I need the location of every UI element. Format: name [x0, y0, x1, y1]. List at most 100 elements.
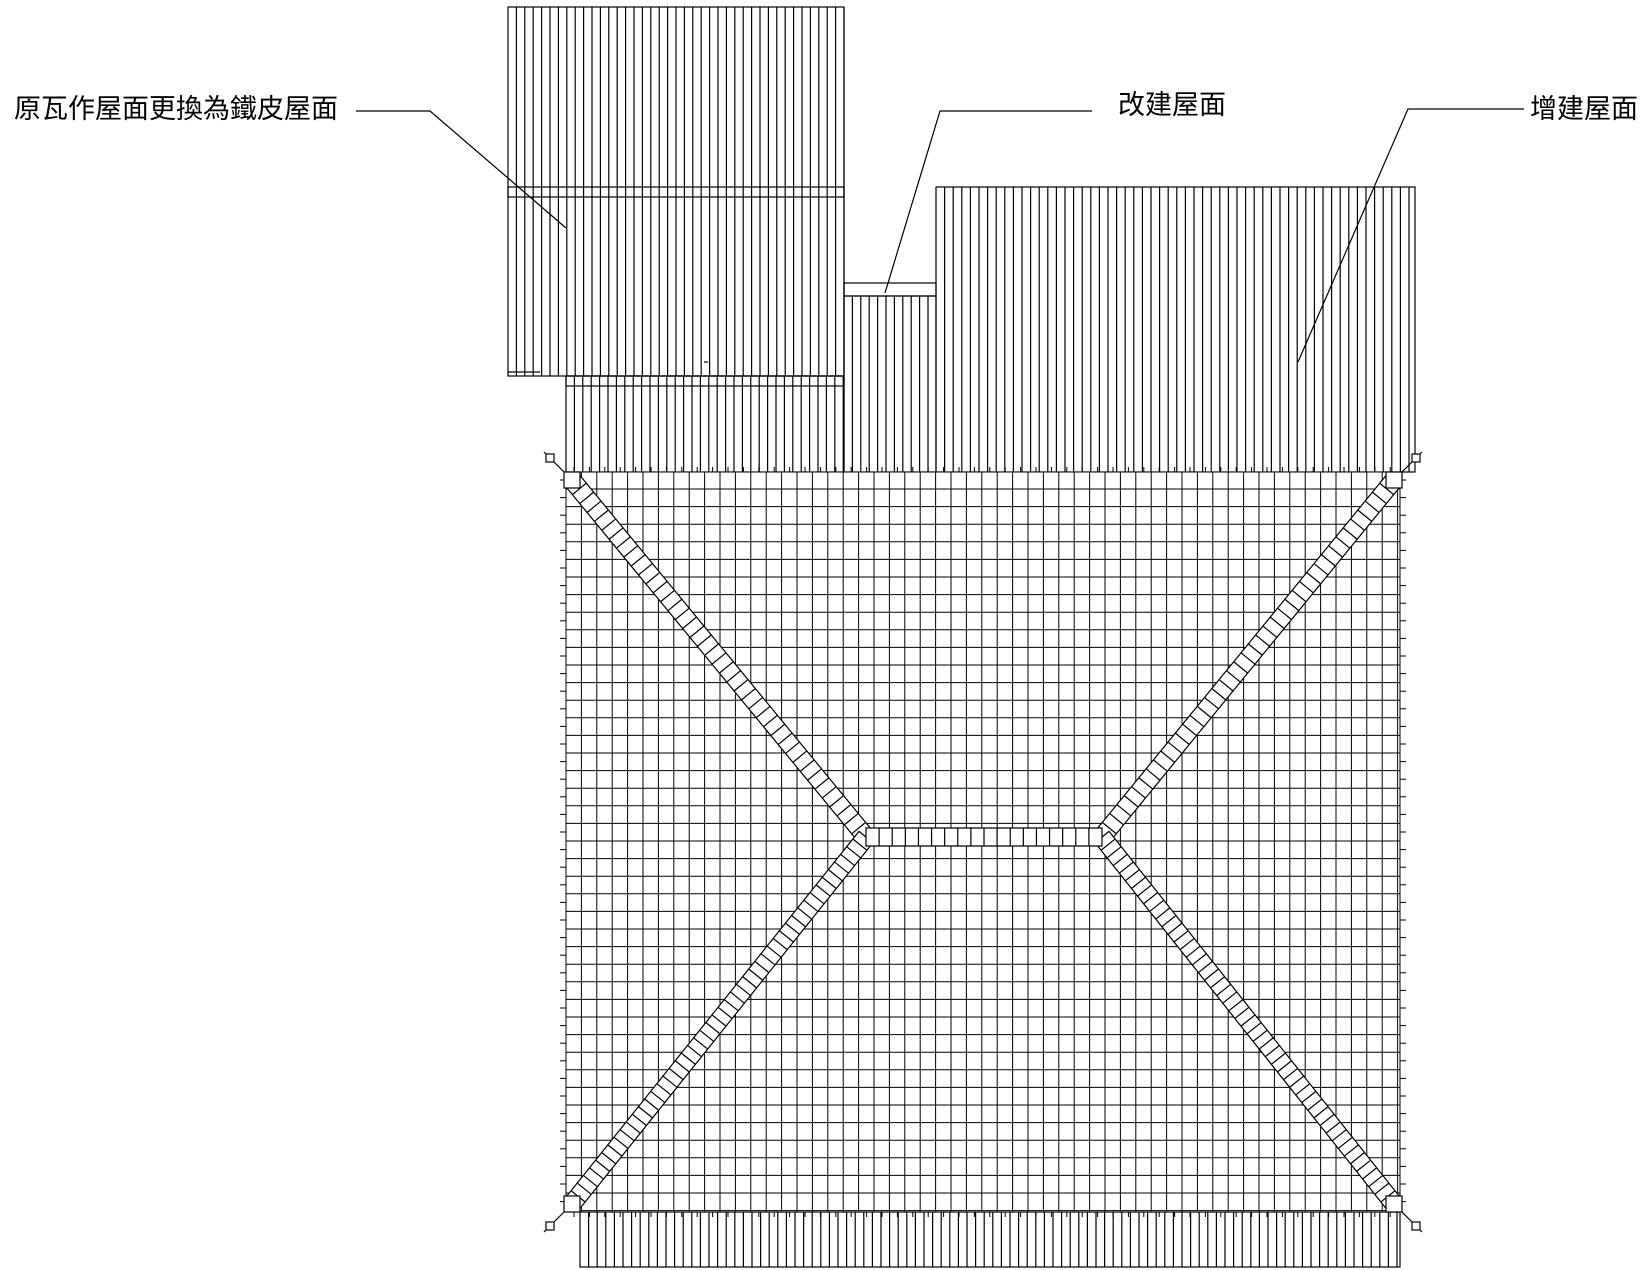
ridge-tile-joint	[645, 571, 661, 585]
ridge-tile-joint	[742, 976, 758, 989]
ridge-tile-joint	[579, 491, 595, 505]
ridge-tile-joint	[1277, 607, 1292, 621]
ridge-tile-joint	[674, 1060, 690, 1073]
ridge-tile-joint	[1331, 1129, 1347, 1142]
ridge-tile-joint	[1149, 899, 1165, 912]
ridge-tile-joint	[1379, 482, 1395, 496]
ridge-tile-joint	[662, 1075, 678, 1088]
ridge-tile-joint	[1319, 1113, 1335, 1126]
ridge-tile-joint	[1211, 688, 1227, 701]
ridge-tile-joint	[829, 795, 844, 808]
ridge-tile-joint	[1131, 786, 1146, 799]
ridge-tile-joint	[1301, 1090, 1317, 1104]
purlin-band-lower	[565, 375, 845, 387]
ridge-tile-joint	[723, 999, 739, 1012]
ridge-tile-joint	[608, 527, 624, 540]
ridge-tile-joint	[638, 1106, 653, 1119]
ridge-tile-joint	[1161, 915, 1177, 928]
leader-lines	[356, 108, 1524, 363]
roof-panel-added	[935, 186, 1416, 473]
ridge-tile-joint	[1307, 1098, 1323, 1111]
ridge-tile-joint	[1362, 1167, 1378, 1180]
ridge-tile-joint	[595, 1159, 611, 1172]
ridge-tile-joint	[763, 714, 778, 728]
hip-ridges	[543, 451, 1423, 1233]
ridge-tile-joint	[704, 643, 719, 656]
ridge-tile-joint	[799, 759, 815, 772]
ridge-tile-joint	[836, 804, 852, 817]
ridge-tile-joint	[1116, 804, 1132, 817]
ridge-end-cap	[1411, 453, 1421, 463]
ridge-tile-joint	[625, 1121, 641, 1134]
ridge-end-block	[1385, 1195, 1403, 1213]
ridge-tile-joint	[760, 953, 776, 966]
ridge-tile-joint	[791, 915, 807, 928]
ridge-tile-joint	[1344, 1144, 1359, 1157]
ridge-tile-joint	[705, 1022, 721, 1035]
ridge-tile-joint	[711, 1014, 727, 1027]
ridge-tile-joint	[576, 1182, 592, 1195]
ridge-tile-joint	[1109, 812, 1124, 826]
ridge-tile-joint	[809, 892, 825, 905]
ridge-tile-joint	[693, 1037, 709, 1050]
ridge-tile-joint	[1155, 907, 1171, 920]
ridge-tile-joint	[1313, 1106, 1329, 1119]
ridge-tile-joint	[754, 960, 770, 974]
ridge-tile-joint	[674, 607, 690, 621]
ridge-tile-joint	[1218, 679, 1234, 692]
ridge-tile-joint	[680, 1052, 696, 1065]
roof-panel-modified	[843, 295, 937, 473]
ridge-tile-joint	[689, 625, 705, 638]
ridge-tile-joint	[1198, 960, 1213, 974]
ridge-tile-joint	[815, 884, 831, 897]
ridge-tile-joint	[840, 853, 856, 867]
ridge-tile-joint	[1247, 643, 1263, 656]
ridge-tile-joint	[736, 983, 751, 997]
ridge-tile-joint	[1342, 527, 1358, 540]
ridge-tile-joint	[748, 968, 764, 981]
ridge-tile-joint	[1356, 1159, 1371, 1172]
ridge-tile-joint	[589, 1167, 604, 1180]
ridge-tile-joint	[814, 777, 830, 790]
ridge-tile-joint	[778, 930, 794, 943]
ridge-tile-joint	[607, 1144, 623, 1157]
ridge-tile-joint	[834, 861, 849, 874]
ridge-tile-joint	[807, 768, 822, 781]
ridge-tile-joint	[623, 545, 639, 558]
label-metal-roof-replacement: 原瓦作屋面更換為鐵皮屋面	[14, 94, 338, 125]
ridge-tile-joint	[1313, 563, 1329, 576]
ridge-tile-joint	[1372, 491, 1387, 505]
ridge-tile-joint	[719, 661, 734, 674]
ridge-tile-joint	[846, 846, 862, 859]
main-ridge	[865, 827, 1103, 847]
ridge-end-cap	[545, 1221, 555, 1231]
leader-line-metal-replacement	[356, 110, 567, 229]
ridge-tile-joint	[821, 786, 837, 799]
ridge-end-block	[1385, 471, 1403, 489]
ridge-tile-joint	[852, 838, 868, 851]
ridge-tile-joint	[772, 937, 788, 951]
ridge-end-cap	[545, 453, 555, 463]
ridge-tile-joint	[616, 536, 631, 549]
ridge-tile-joint	[1350, 518, 1365, 531]
ridge-tile-joint	[1306, 572, 1322, 585]
label-modified-roof: 改建屋面	[1118, 90, 1226, 121]
ridge-tile-joint	[650, 1090, 666, 1104]
leader-line-added-roof	[1297, 108, 1524, 363]
ridge-tile-joint	[1255, 634, 1270, 647]
ridge-tile-joint	[1210, 976, 1225, 989]
ridge-tile-joint	[785, 741, 800, 754]
ridge-tile-joint	[1291, 589, 1307, 603]
ridge-tile-joint	[1277, 1060, 1292, 1073]
ridge-tile-joint	[1226, 670, 1241, 683]
ridge-corner-ends	[543, 451, 1423, 1233]
ridge-tile-joint	[1216, 983, 1232, 996]
ridge-tile-joint	[1189, 714, 1205, 728]
metal-roof-panels	[507, 6, 1416, 1268]
ridge-tile-joint	[1264, 1045, 1280, 1058]
ridge-tile-joint	[582, 1174, 598, 1188]
ridge-tile-joint	[1191, 953, 1207, 966]
purlin-band-upper	[507, 186, 845, 198]
ridge-tile-joint	[1299, 580, 1314, 594]
